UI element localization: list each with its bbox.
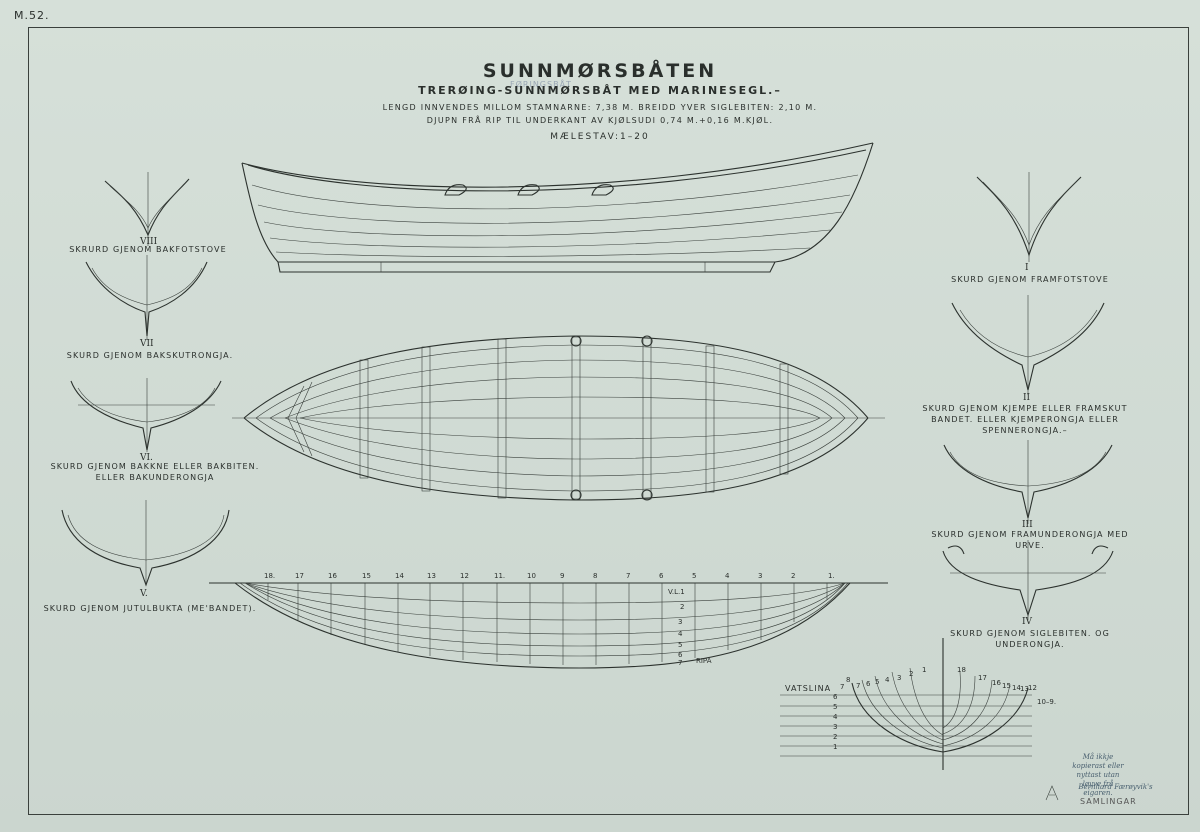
vatslina-level: 1 bbox=[833, 743, 838, 751]
station-number: 14 bbox=[395, 572, 404, 580]
drawing-title: SUNNMØRSBÅTEN bbox=[482, 60, 718, 82]
vatslina-level: 4 bbox=[833, 713, 838, 721]
section-III-label: SKURD GJENOM FRAMUNDERONGJA MED URVE. bbox=[931, 530, 1129, 550]
body-station-right: 14 bbox=[1012, 684, 1021, 692]
body-station-right: 17 bbox=[978, 674, 987, 682]
body-station-left: 5 bbox=[875, 678, 880, 686]
section-II-number: II bbox=[1023, 393, 1031, 403]
collection-stamp: SAMLINGAR bbox=[1080, 797, 1137, 806]
body-station-left: 4 bbox=[885, 676, 890, 684]
body-station-left: 8 bbox=[846, 676, 851, 684]
station-number: 18. bbox=[264, 572, 276, 580]
body-station-right: 18 bbox=[957, 666, 966, 674]
body-station-left: 2 bbox=[909, 670, 914, 678]
dimensions-line-2: DJUPN FRÅ RIP TIL UNDERKANT AV KJØLSUDI … bbox=[426, 116, 774, 125]
vatslina-label: VATSLINA bbox=[785, 684, 832, 693]
dimensions-line-1: LENGD INNVENDES MILLOM STAMNARNE: 7,38 M… bbox=[382, 103, 818, 112]
body-station-right: 16 bbox=[992, 679, 1001, 687]
waterline-label: 6 bbox=[678, 651, 683, 659]
section-V-label: SKURD GJENOM JUTULBUKTA (ME'BANDET). bbox=[43, 604, 257, 613]
vatslina-level: 6 bbox=[833, 693, 838, 701]
section-VIII-label: SKRURD GJENOM BAKFOTSTOVE bbox=[69, 245, 227, 254]
station-number: 17 bbox=[295, 572, 304, 580]
body-station-left: 7 bbox=[856, 682, 861, 690]
body-station-left: 6 bbox=[866, 680, 871, 688]
station-number: 8 bbox=[593, 572, 598, 580]
station-number: 9 bbox=[560, 572, 565, 580]
vatslina-level: 7 bbox=[840, 683, 845, 691]
section-VIII bbox=[104, 172, 190, 246]
station-number: 3 bbox=[758, 572, 763, 580]
section-IV-label: SKURD GJENOM SIGLEBITEN. OG UNDERONGJA. bbox=[950, 629, 1110, 649]
section-VII-number: VII bbox=[140, 339, 154, 349]
section-V bbox=[61, 500, 230, 587]
drawing-subtitle: TRERØING-SUNNMØRSBÅT MED MARINESEGL.– bbox=[418, 84, 782, 97]
signature-text: Bernhard Færøyvik's bbox=[1078, 783, 1153, 791]
pencil-annotation: FØRINGSBÅT bbox=[510, 80, 572, 89]
section-III bbox=[943, 440, 1113, 524]
section-II bbox=[951, 295, 1105, 395]
section-III-number: III bbox=[1022, 520, 1033, 530]
body-plan bbox=[780, 638, 1032, 770]
station-number: 1. bbox=[828, 572, 835, 580]
section-I-label: SKURD GJENOM FRAMFOTSTOVE bbox=[951, 275, 1109, 284]
vatslina-level: 3 bbox=[833, 723, 838, 731]
section-VII-label: SKURD GJENOM BAKSKUTRONGJA. bbox=[66, 351, 234, 360]
top-plan bbox=[232, 335, 885, 501]
station-number: 11. bbox=[494, 572, 506, 580]
drawing-border bbox=[28, 27, 1189, 815]
lines-plan bbox=[209, 582, 888, 669]
station-number: 13 bbox=[427, 572, 436, 580]
waterline-label: 3 bbox=[678, 618, 683, 626]
section-VII bbox=[85, 255, 208, 340]
station-number: 4 bbox=[725, 572, 730, 580]
waterline-label: RIPA bbox=[696, 657, 712, 665]
scale-label: MÆLESTAV:1–20 bbox=[550, 132, 650, 142]
station-number: 12 bbox=[460, 572, 469, 580]
waterline-label: 2 bbox=[680, 603, 685, 611]
station-number: 7 bbox=[626, 572, 631, 580]
waterline-label: V.L.1 bbox=[668, 588, 685, 596]
section-VI-number: VI. bbox=[140, 453, 153, 463]
body-station-right: 13 bbox=[1020, 685, 1029, 693]
section-IV-number: IV bbox=[1022, 617, 1033, 627]
station-number: 6 bbox=[659, 572, 664, 580]
section-VIII-number: VIII bbox=[140, 237, 158, 247]
sheet-number: M.52. bbox=[14, 9, 50, 22]
section-VI-label: SKURD GJENOM BAKKNE ELLER BAKBITEN. ELLE… bbox=[50, 462, 260, 482]
station-number: 5 bbox=[692, 572, 697, 580]
station-number: 15 bbox=[362, 572, 371, 580]
vatslina-level: 5 bbox=[833, 703, 838, 711]
waterline-label: 5 bbox=[678, 641, 683, 649]
copy-restriction-note: Må ikkje kopierast eller nyttast utan lø… bbox=[1072, 753, 1124, 797]
body-station-right: 12 bbox=[1028, 684, 1037, 692]
station-number: 10 bbox=[527, 572, 536, 580]
station-number: 16 bbox=[328, 572, 337, 580]
signature-mark bbox=[1045, 785, 1059, 801]
body-station-left: 3 bbox=[897, 674, 902, 682]
body-station-left: 1 bbox=[922, 666, 927, 674]
vatslina-level: 2 bbox=[833, 733, 838, 741]
section-V-number: V. bbox=[140, 589, 148, 599]
section-I-number: I bbox=[1025, 263, 1029, 273]
section-II-label: SKURD GJENOM KJEMPE ELLER FRAMSKUT BANDE… bbox=[922, 404, 1128, 435]
body-station-right: 15 bbox=[1002, 682, 1011, 690]
side-profile bbox=[241, 142, 874, 273]
waterline-label: 4 bbox=[678, 630, 683, 638]
section-I bbox=[976, 172, 1082, 262]
body-plan-side-note: 10–9. bbox=[1037, 698, 1057, 706]
station-number: 2 bbox=[791, 572, 796, 580]
section-VI bbox=[70, 378, 222, 452]
section-IV bbox=[942, 540, 1114, 620]
waterline-label: 7 bbox=[678, 659, 683, 667]
